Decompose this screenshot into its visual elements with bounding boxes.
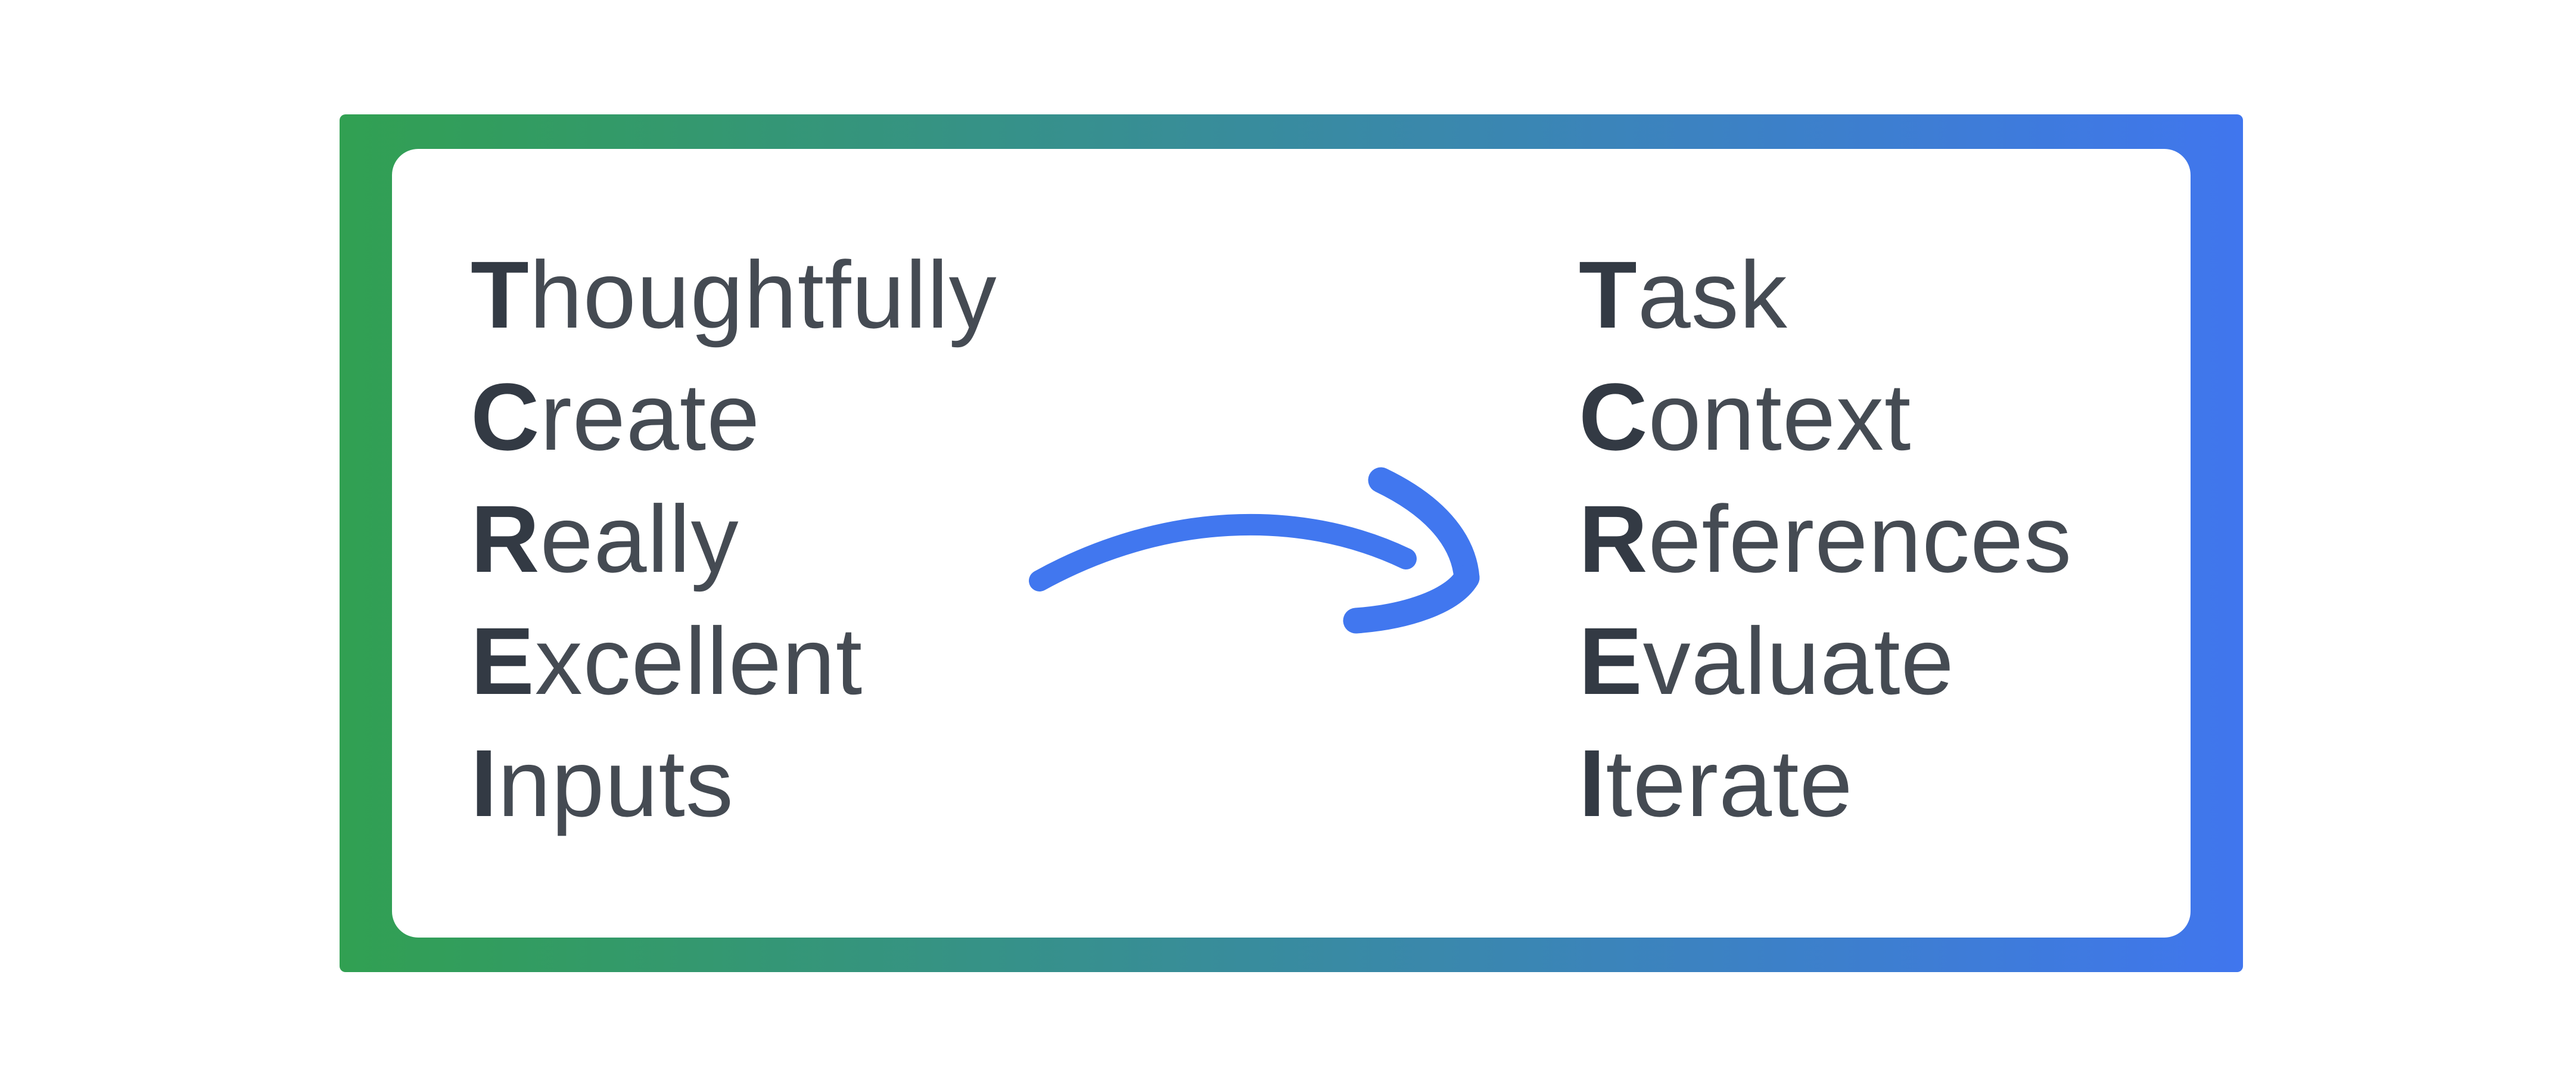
acronym-word: Context	[1579, 363, 1912, 470]
acronym-word: Create	[471, 363, 761, 470]
acronym-word: Thoughtfully	[471, 241, 997, 348]
acronym-word: Excellent	[471, 608, 863, 714]
acronym-word: Inputs	[471, 730, 734, 836]
acronym-word: Iterate	[1579, 730, 1853, 836]
acronym-word: Really	[471, 485, 739, 592]
acronym-word: Task	[1579, 241, 1788, 348]
acronym-word: References	[1579, 485, 2073, 592]
acronym-word: Evaluate	[1579, 608, 1955, 714]
